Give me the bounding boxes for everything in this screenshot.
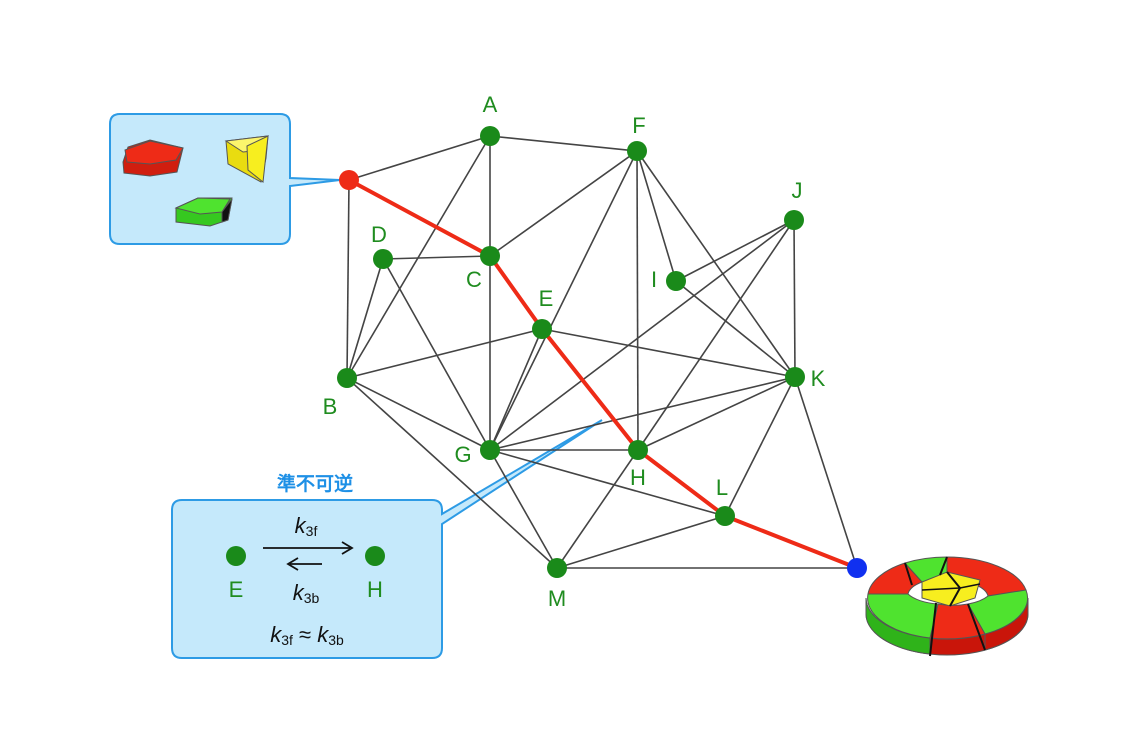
folded-ring-icon (865, 556, 1029, 657)
red-fragment-icon (122, 139, 184, 177)
green-fragment-icon (174, 197, 233, 227)
edge-E-B (346, 328, 543, 379)
folding-pathway-line (348, 178, 858, 570)
node-k (785, 367, 805, 387)
node-label-e: E (539, 286, 554, 311)
node-label-l: L (716, 475, 728, 500)
end-node (847, 558, 867, 578)
edge-A-F (489, 135, 638, 152)
node-label-i: I (651, 267, 657, 292)
edge-K-end (794, 376, 858, 569)
node-label-d: D (371, 222, 387, 247)
edge-F-H (636, 150, 639, 451)
edge-D-G (382, 258, 491, 451)
network-nodes: A B C D E F G H I J K L M (323, 92, 867, 611)
edge-I-K (675, 280, 796, 378)
unfolded-state-callout (109, 113, 341, 245)
edge-B-M (346, 377, 558, 569)
node-label-a: A (483, 92, 498, 117)
edge-J-K (793, 219, 796, 378)
edge-G-L (489, 449, 726, 517)
node-i (666, 271, 686, 291)
node-e (532, 319, 552, 339)
edge-K-L (724, 376, 796, 517)
edge-G-K (489, 376, 796, 451)
yellow-fragment-icon (224, 135, 269, 183)
edge-E-K (541, 328, 796, 378)
edge-A-B (346, 135, 491, 379)
edge-E-G (489, 328, 543, 451)
edge-F-C (489, 150, 638, 257)
edge-H-K (637, 376, 796, 451)
node-c (480, 246, 500, 266)
edge-H-M (556, 449, 639, 569)
start-node (339, 170, 359, 190)
node-b (337, 368, 357, 388)
highlighted-folding-path (348, 178, 858, 570)
node-f (627, 141, 647, 161)
forward-arrow-icon (263, 541, 354, 555)
node-g (480, 440, 500, 460)
node-a (480, 126, 500, 146)
node-label-c: C (466, 267, 482, 292)
state-h-label: H (367, 577, 383, 602)
node-j (784, 210, 804, 230)
node-label-m: M (548, 586, 566, 611)
node-l (715, 506, 735, 526)
edge-G-M (489, 449, 558, 569)
edge-F-I (636, 150, 677, 282)
node-label-g: G (454, 442, 471, 467)
edge-F-K (636, 150, 796, 378)
edge-start-A (348, 135, 491, 181)
node-d (373, 249, 393, 269)
edge-J-H (637, 219, 795, 451)
edge-F-G (489, 150, 638, 451)
backward-arrow-icon (286, 557, 322, 571)
state-h-dot (365, 546, 385, 566)
forward-rate-label: k3f (295, 513, 318, 539)
callout-bubble-bottom (171, 419, 603, 659)
node-h (628, 440, 648, 460)
quasi-irreversible-callout: 準不可逆 E H k3f k3b k3f ≈ k3b (171, 419, 603, 659)
edge-L-M (556, 515, 726, 569)
callout-title: 準不可逆 (277, 472, 353, 495)
edge-B-G (346, 377, 491, 451)
backward-rate-label: k3b (293, 580, 320, 606)
edge-J-I (675, 219, 795, 282)
edge-start-B (346, 179, 350, 379)
node-m (547, 558, 567, 578)
node-label-b: B (323, 394, 338, 419)
state-e-label: E (229, 577, 244, 602)
edge-D-C (382, 255, 491, 260)
rate-relation-label: k3f ≈ k3b (270, 622, 344, 648)
edge-J-G (489, 219, 795, 451)
node-label-h: H (630, 465, 646, 490)
node-label-f: F (632, 113, 645, 138)
node-label-k: K (811, 366, 826, 391)
callout-bubble (109, 113, 341, 245)
edge-D-B (346, 258, 384, 379)
state-e-dot (226, 546, 246, 566)
node-label-j: J (792, 178, 803, 203)
